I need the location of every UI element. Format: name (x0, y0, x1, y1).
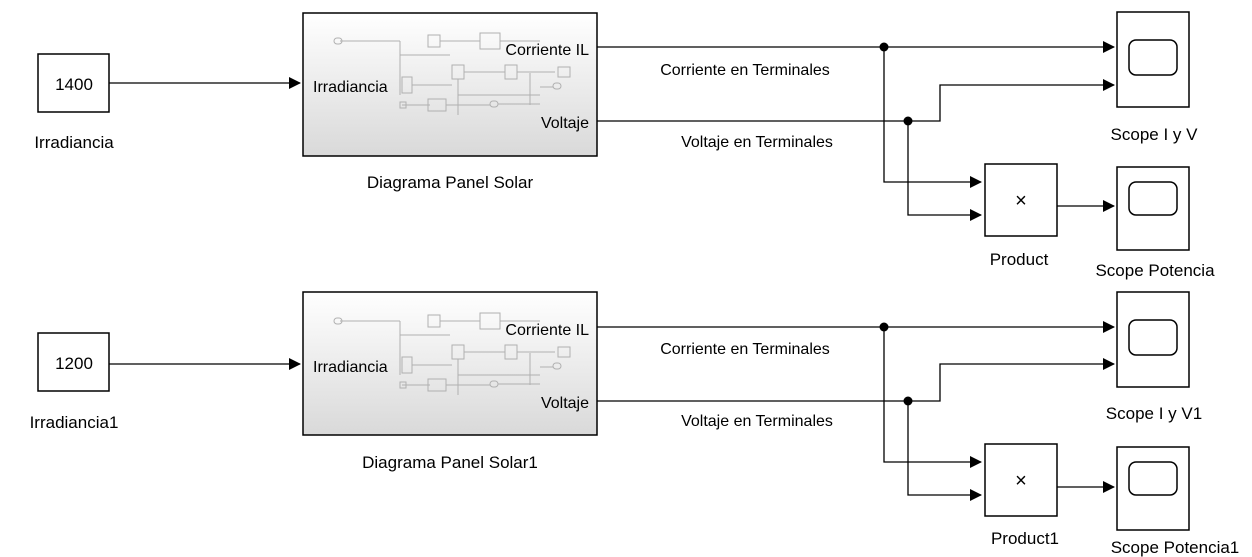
scope-screen-icon (1128, 461, 1178, 496)
signal-current-branch[interactable] (883, 327, 982, 468)
scope-screen-icon (1128, 39, 1178, 76)
scope-power-name: Scope Potencia (1095, 261, 1215, 280)
diagram-row-2: 1200 Irradiancia1 Irradiancia Corriente … (30, 291, 1240, 557)
signal-label-voltage: Voltaje en Terminales (681, 134, 833, 151)
signal-current-branch[interactable] (883, 47, 982, 188)
subsystem-input-port: Irradiancia (313, 359, 388, 376)
subsystem-output-current: Corriente IL (505, 42, 589, 59)
scope-screen-icon (1128, 319, 1178, 356)
constant-value: 1400 (55, 75, 93, 94)
signal-label-current: Corriente en Terminales (660, 62, 830, 79)
product-symbol: × (1015, 190, 1027, 212)
constant-name: Irradiancia (34, 133, 114, 152)
subsystem-name: Diagrama Panel Solar (367, 173, 534, 192)
constant-block[interactable] (37, 332, 110, 392)
constant-name: Irradiancia1 (30, 413, 119, 432)
signal-voltage-branch[interactable] (907, 121, 982, 221)
signal-voltage[interactable] (597, 358, 1115, 402)
signal-label-voltage: Voltaje en Terminales (681, 413, 833, 430)
constant-value: 1200 (55, 354, 93, 373)
scope-power-name: Scope Potencia1 (1111, 538, 1240, 557)
product-name: Product (990, 250, 1049, 269)
subsystem-output-current: Corriente IL (505, 322, 589, 339)
scope-screen-icon (1128, 181, 1178, 216)
subsystem-block[interactable] (302, 291, 598, 436)
signal-label-current: Corriente en Terminales (660, 341, 830, 358)
subsystem-name: Diagrama Panel Solar1 (362, 453, 538, 472)
signal-voltage[interactable] (597, 79, 1115, 122)
subsystem-output-voltage: Voltaje (541, 395, 589, 412)
subsystem-input-port: Irradiancia (313, 79, 388, 96)
product-block[interactable] (984, 163, 1058, 237)
product-block[interactable] (984, 443, 1058, 517)
constant-block[interactable] (37, 53, 110, 113)
product-symbol: × (1015, 470, 1027, 492)
subsystem-output-voltage: Voltaje (541, 115, 589, 132)
scope-iv-name: Scope I y V (1111, 125, 1199, 144)
diagram-row-1: 1400 Irradiancia Irradiancia Corriente I… (34, 11, 1215, 280)
signal-voltage-branch[interactable] (907, 401, 982, 501)
product-name: Product1 (991, 529, 1059, 548)
scope-iv-name: Scope I y V1 (1106, 404, 1202, 423)
